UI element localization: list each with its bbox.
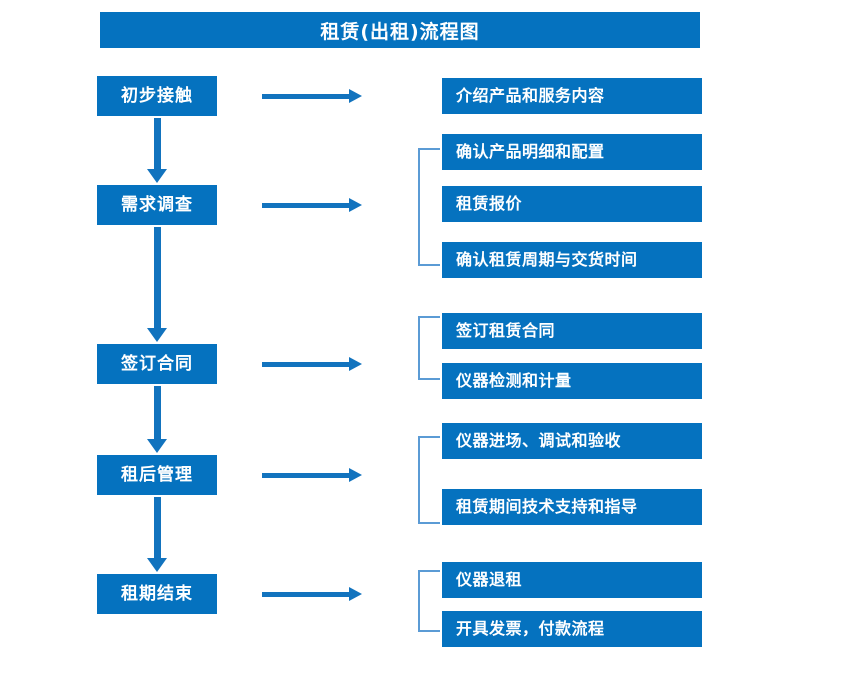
right-arrow-stage5	[262, 587, 362, 601]
down-arrow-stage2-stage3	[147, 227, 167, 342]
right-arrow-stage1	[262, 89, 362, 103]
detail-box-1-1[interactable]: 介绍产品和服务内容	[442, 78, 702, 114]
right-arrow-stage4	[262, 468, 362, 482]
group-bracket-2	[418, 148, 440, 266]
stage-box-1[interactable]: 初步接触	[97, 76, 217, 116]
page-title: 租赁(出租)流程图	[100, 12, 700, 48]
detail-box-5-1[interactable]: 仪器退租	[442, 562, 702, 598]
detail-box-2-1[interactable]: 确认产品明细和配置	[442, 134, 702, 170]
down-arrow-stage1-stage2	[147, 118, 167, 183]
detail-box-2-3[interactable]: 确认租赁周期与交货时间	[442, 242, 702, 278]
down-arrow-stage4-stage5	[147, 497, 167, 572]
down-arrow-stage3-stage4	[147, 386, 167, 453]
detail-box-5-2[interactable]: 开具发票，付款流程	[442, 611, 702, 647]
detail-box-3-1[interactable]: 签订租赁合同	[442, 313, 702, 349]
group-bracket-4	[418, 436, 440, 524]
detail-box-3-2[interactable]: 仪器检测和计量	[442, 363, 702, 399]
group-bracket-3	[418, 316, 440, 380]
stage-box-5[interactable]: 租期结束	[97, 574, 217, 614]
stage-box-3[interactable]: 签订合同	[97, 344, 217, 384]
detail-box-4-2[interactable]: 租赁期间技术支持和指导	[442, 489, 702, 525]
detail-box-2-2[interactable]: 租赁报价	[442, 186, 702, 222]
stage-box-2[interactable]: 需求调查	[97, 185, 217, 225]
stage-box-4[interactable]: 租后管理	[97, 455, 217, 495]
right-arrow-stage3	[262, 357, 362, 371]
detail-box-4-1[interactable]: 仪器进场、调试和验收	[442, 423, 702, 459]
group-bracket-5	[418, 570, 440, 632]
right-arrow-stage2	[262, 198, 362, 212]
